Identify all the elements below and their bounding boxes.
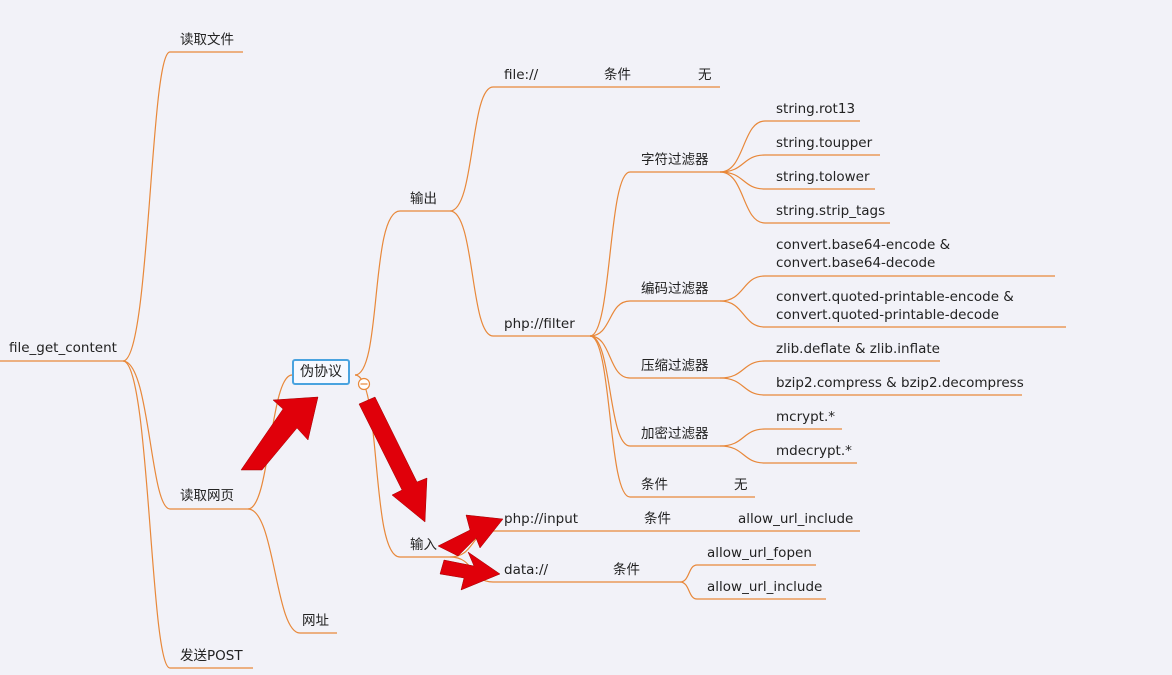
node-filter-cond[interactable]: 条件 — [641, 477, 668, 493]
leaf-mcrypt[interactable]: mcrypt.* — [776, 409, 836, 425]
node-php-input-cond[interactable]: 条件 — [644, 511, 671, 527]
node-filter-cond-value[interactable]: 无 — [734, 477, 748, 493]
leaf-quoted-printable[interactable]: convert.quoted-printable-encode & conver… — [776, 289, 1014, 323]
node-read-file[interactable]: 读取文件 — [180, 32, 234, 48]
node-php-input[interactable]: php://input — [504, 511, 579, 527]
leaf-string-strip-tags[interactable]: string.strip_tags — [776, 203, 886, 219]
annotation-arrow-up-icon — [240, 396, 319, 471]
annotation-arrow-input-icon — [437, 514, 504, 557]
annotation-arrow-data-icon — [439, 551, 501, 591]
node-encrypt-filter[interactable]: 加密过滤器 — [641, 426, 709, 442]
node-file-cond[interactable]: 条件 — [604, 67, 631, 83]
leaf-bzip2[interactable]: bzip2.compress & bzip2.decompress — [776, 375, 1024, 391]
node-string-filter[interactable]: 字符过滤器 — [641, 152, 709, 168]
annotation-arrow-down-icon — [358, 396, 428, 523]
leaf-string-rot13[interactable]: string.rot13 — [776, 101, 856, 117]
node-url[interactable]: 网址 — [302, 613, 329, 629]
node-encode-filter[interactable]: 编码过滤器 — [641, 281, 709, 297]
node-pseudo-protocol[interactable]: 伪协议 — [292, 359, 350, 385]
node-php-filter[interactable]: php://filter — [504, 316, 575, 332]
node-file-cond-value[interactable]: 无 — [698, 67, 712, 83]
leaf-base64[interactable]: convert.base64-encode & convert.base64-d… — [776, 237, 951, 271]
node-data-cond[interactable]: 条件 — [613, 562, 640, 578]
leaf-mdecrypt[interactable]: mdecrypt.* — [776, 443, 852, 459]
root-node[interactable]: file_get_content — [9, 340, 117, 356]
node-read-web[interactable]: 读取网页 — [180, 488, 234, 504]
node-compress-filter[interactable]: 压缩过滤器 — [641, 358, 709, 374]
node-php-input-cond-value[interactable]: allow_url_include — [738, 511, 854, 527]
leaf-zlib[interactable]: zlib.deflate & zlib.inflate — [776, 341, 940, 357]
leaf-allow-url-fopen[interactable]: allow_url_fopen — [707, 545, 812, 561]
node-data-protocol[interactable]: data:// — [504, 562, 549, 578]
node-input[interactable]: 输入 — [410, 537, 437, 553]
leaf-allow-url-include[interactable]: allow_url_include — [707, 579, 823, 595]
node-output[interactable]: 输出 — [410, 191, 437, 207]
node-send-post[interactable]: 发送POST — [180, 648, 243, 664]
node-file-protocol[interactable]: file:// — [504, 67, 539, 83]
leaf-string-tolower[interactable]: string.tolower — [776, 169, 870, 185]
leaf-string-toupper[interactable]: string.toupper — [776, 135, 873, 151]
